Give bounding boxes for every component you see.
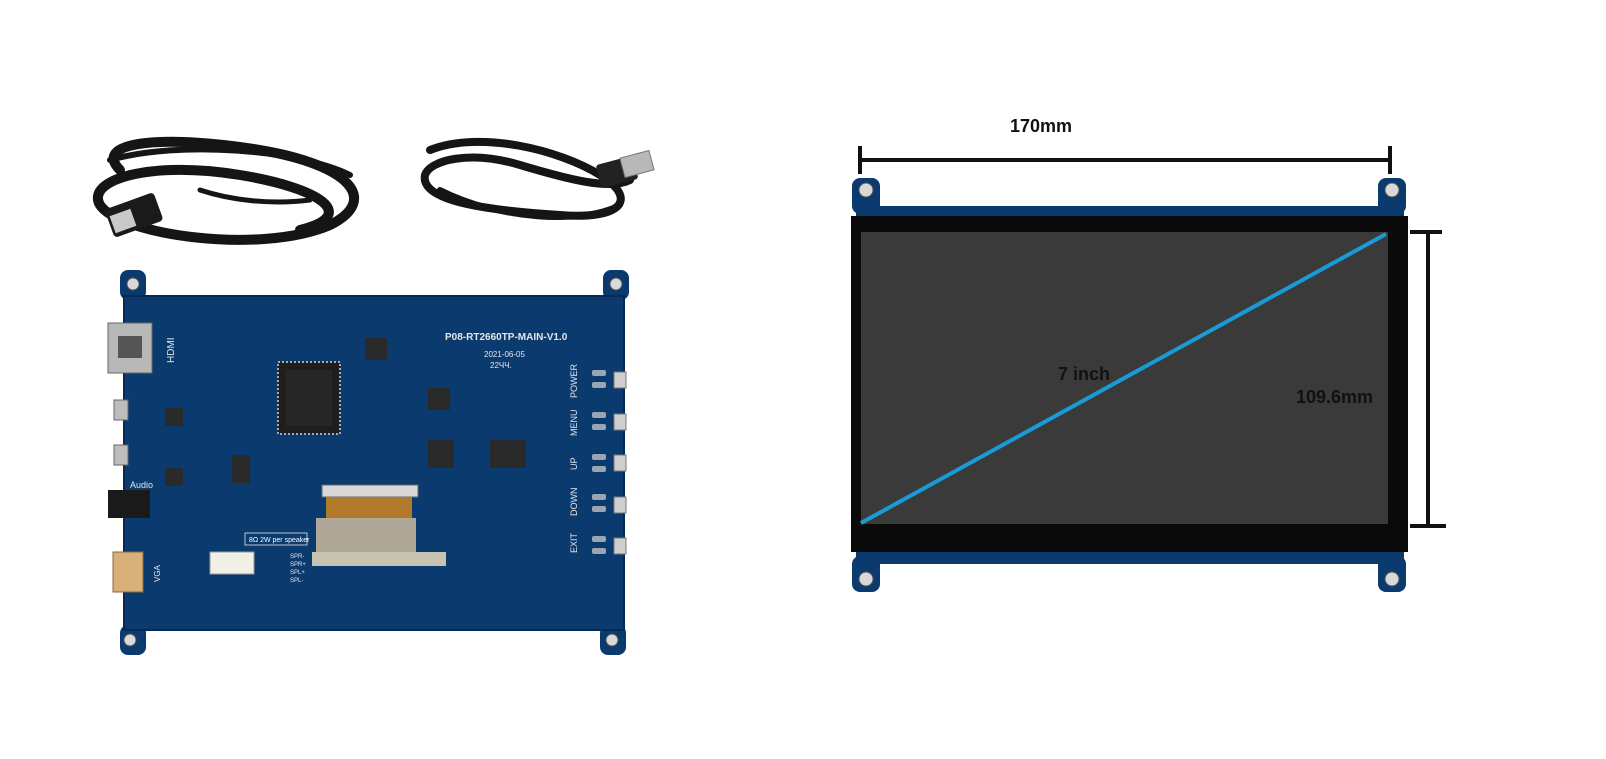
speaker-pin-label: SPR- bbox=[290, 554, 304, 560]
button-label-down: DOWN bbox=[569, 488, 579, 517]
audio-label: Audio bbox=[130, 480, 153, 490]
speaker-pin-label: SPL- bbox=[290, 578, 303, 584]
hdmi-plug bbox=[105, 193, 163, 237]
board-date-label: 2021-06-05 bbox=[484, 350, 525, 359]
vga-label: VGA bbox=[153, 564, 162, 582]
fpc-ribbon bbox=[326, 497, 412, 519]
hdmi-cable bbox=[93, 136, 359, 245]
mounting-holes bbox=[123, 277, 623, 647]
width-label: 170mm bbox=[1010, 116, 1072, 136]
hdmi-label: HDMI bbox=[166, 337, 177, 363]
speaker-note-label: 8Ω 2W per speaker bbox=[249, 537, 310, 544]
height-dimension bbox=[1410, 230, 1446, 528]
audio-jack bbox=[108, 490, 150, 518]
micro-usb-port-2 bbox=[113, 444, 129, 466]
height-label: 109.6mm bbox=[1296, 387, 1373, 407]
usb-plug bbox=[596, 149, 655, 188]
button-labels: POWER MENU UP DOWN EXIT bbox=[569, 363, 579, 553]
speaker-pin-label: SPR+ bbox=[290, 562, 306, 568]
usb-cable bbox=[420, 137, 634, 220]
button-label-power: POWER bbox=[569, 363, 579, 398]
button-label-up: UP bbox=[569, 457, 579, 470]
board-model-label: P08-RT2660TP-MAIN-V1.0 bbox=[445, 332, 568, 343]
board-code-label: 22ЧЧ. bbox=[490, 361, 512, 370]
button-label-menu: MENU bbox=[569, 410, 579, 437]
button-column bbox=[613, 371, 627, 555]
width-dimension bbox=[858, 146, 1392, 174]
speaker-connector bbox=[209, 551, 255, 575]
fpc-connector bbox=[321, 484, 419, 498]
display-module bbox=[851, 178, 1408, 592]
button-label-exit: EXIT bbox=[569, 532, 579, 553]
speaker-pin-label: SPL+ bbox=[290, 570, 305, 576]
vga-port bbox=[112, 551, 144, 593]
speaker-pin-labels: SPR- SPR+ SPL+ SPL- bbox=[290, 554, 306, 584]
diagonal-label: 7 inch bbox=[1058, 364, 1110, 384]
diagonal-line bbox=[860, 232, 1387, 525]
micro-usb-port-1 bbox=[113, 399, 129, 421]
driver-board: P08-RT2660TP-MAIN-V1.0 2021-06-05 22ЧЧ. … bbox=[107, 270, 629, 655]
